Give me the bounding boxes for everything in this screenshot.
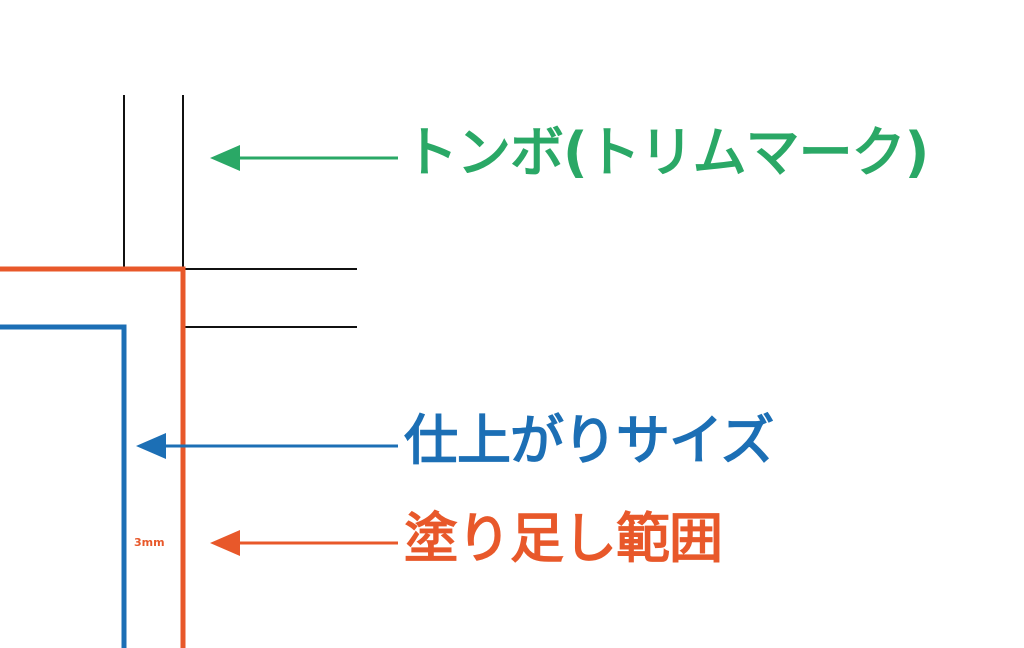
bleed-area-outline — [0, 266, 186, 648]
trim-marks-label: トンボ(トリムマーク) — [404, 121, 929, 184]
bleed-width-label: 3mm — [134, 536, 165, 549]
bleed-area-label: 塗り足し範囲 — [404, 507, 723, 570]
bleed-area-arrow-icon — [210, 530, 398, 556]
finished-size-label: 仕上がりサイズ — [404, 409, 774, 472]
finished-size-outline — [0, 324, 127, 648]
finished-size-arrow-icon — [136, 433, 398, 459]
trim-marks-arrow-icon — [210, 145, 398, 171]
